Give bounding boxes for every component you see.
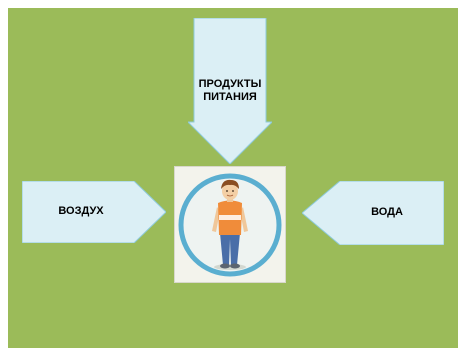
boy-illustration (174, 166, 286, 283)
air-arrow: ВОЗДУХ (22, 181, 166, 243)
food-arrow: ПРОДУКТЫ ПИТАНИЯ (188, 18, 272, 164)
air-arrow-label: ВОЗДУХ (58, 205, 104, 217)
food-arrow-label: ПРОДУКТЫ ПИТАНИЯ (198, 78, 262, 103)
diagram-canvas: ПРОДУКТЫ ПИТАНИЯ ВОЗДУХ ВОДА (8, 8, 458, 348)
boy-in-circle-icon (178, 173, 282, 277)
water-arrow: ВОДА (302, 181, 444, 245)
water-arrow-label: ВОДА (371, 206, 403, 218)
